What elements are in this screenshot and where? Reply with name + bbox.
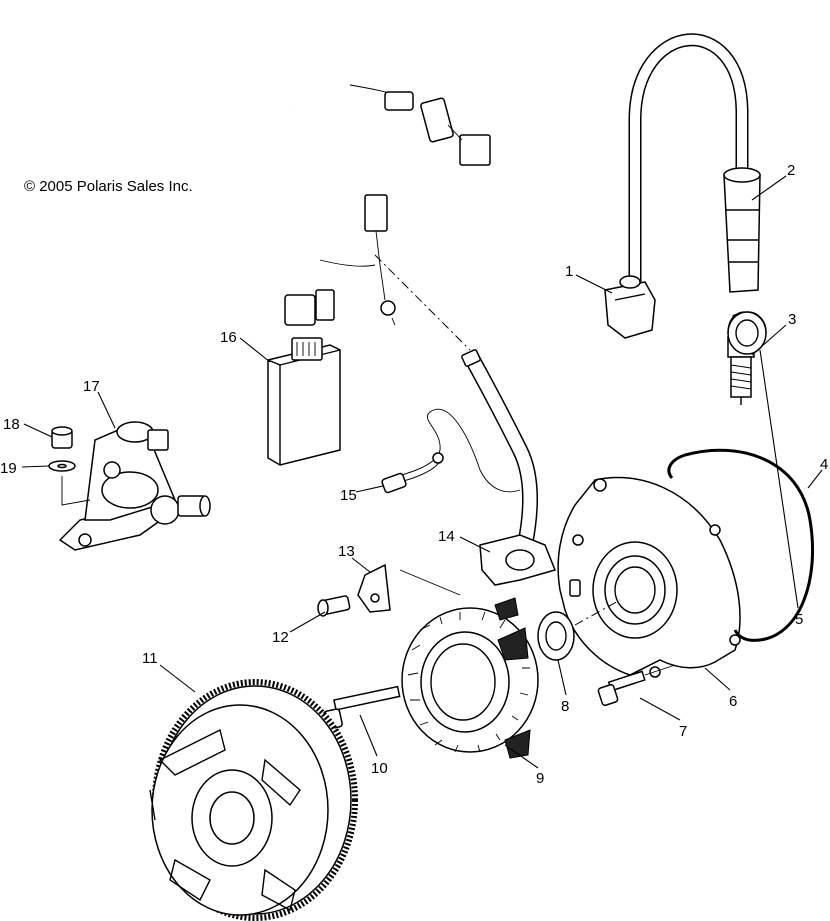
copyright-text: © 2005 Polaris Sales Inc. [24, 178, 193, 195]
wire-clamp-part-14 [479, 534, 557, 586]
callout-19: 19 [0, 460, 17, 477]
nut-part-18 [51, 426, 73, 449]
ignition-coil-part-1 [604, 33, 749, 339]
callout-6: 6 [729, 693, 737, 710]
callout-15: 15 [340, 487, 357, 504]
starter-solenoid-part-17 [58, 421, 211, 551]
callout-7: 7 [679, 723, 687, 740]
assembly-line-7 [644, 664, 676, 676]
callout-13: 13 [338, 543, 355, 560]
stator-part-9 [401, 597, 539, 759]
screw-part-12 [317, 595, 351, 617]
assembly-line-13 [399, 569, 461, 596]
flywheel-part-11 [149, 679, 358, 921]
callout-4: 4 [820, 456, 828, 473]
stator-plate-part-6 [557, 476, 741, 678]
wire-harness [284, 63, 491, 326]
spark-plug-cap-part-2 [723, 167, 761, 293]
callout-18: 18 [3, 416, 20, 433]
pickup-wire-part-15 [381, 409, 521, 494]
callout-17: 17 [83, 378, 100, 395]
oil-seal-part-5 [727, 311, 767, 355]
callout-labels: 1 2 3 4 5 6 7 8 9 10 11 12 13 14 15 16 1… [0, 162, 828, 787]
callout-5: 5 [795, 611, 803, 628]
washer-part-19 [48, 460, 76, 472]
callout-16: 16 [220, 329, 237, 346]
bracket-part-13 [357, 563, 391, 613]
callout-2: 2 [787, 162, 795, 179]
callout-9: 9 [536, 770, 544, 787]
callout-3: 3 [788, 311, 796, 328]
seal-part-8 [537, 611, 575, 661]
callout-14: 14 [438, 528, 455, 545]
leader-lines [21, 175, 823, 769]
bolt-part-7 [597, 670, 646, 707]
bolt-part-10 [323, 685, 401, 730]
o-ring-part-4 [684, 448, 815, 642]
callout-1: 1 [565, 263, 573, 280]
callout-10: 10 [371, 760, 388, 777]
assembly-line-17 [61, 476, 91, 506]
callout-11: 11 [142, 650, 158, 667]
cdi-box-part-16 [267, 337, 341, 466]
callout-12: 12 [272, 629, 289, 646]
assembly-line-8 [574, 599, 621, 626]
assembly-line-harness [374, 254, 471, 351]
callout-8: 8 [561, 698, 569, 715]
